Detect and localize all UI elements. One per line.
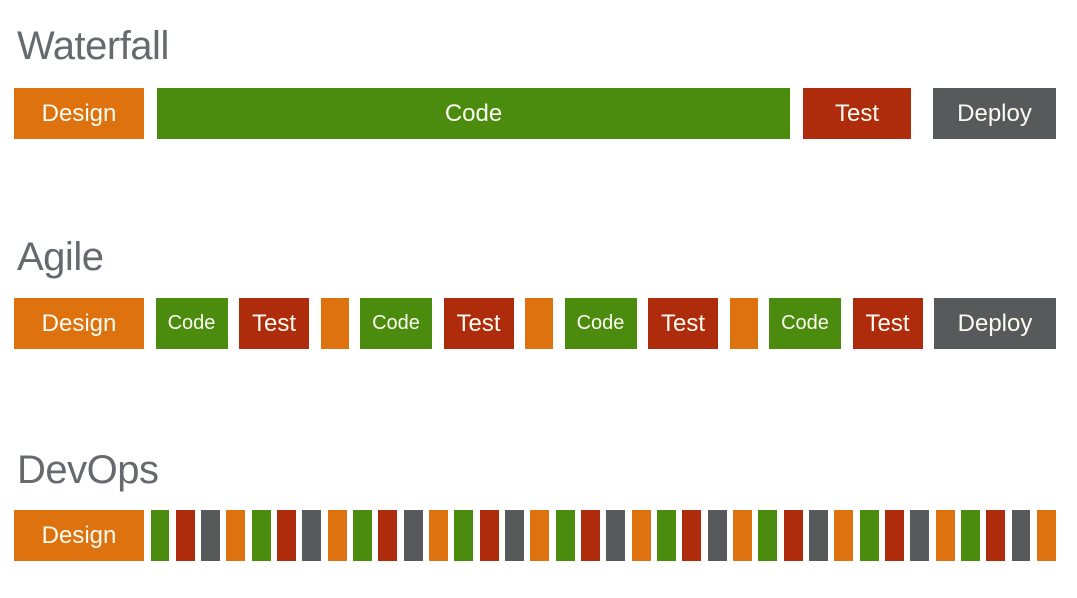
devops-design-bar: [834, 510, 854, 561]
agile-design-bar: [729, 298, 758, 349]
devops-title: DevOps: [17, 448, 159, 492]
agile-phase-test: Test: [648, 298, 718, 349]
devops-design-bar: [1036, 510, 1056, 561]
devops-design-bar: [733, 510, 752, 561]
waterfall-title: Waterfall: [17, 24, 169, 68]
waterfall-phase-code: Code: [157, 88, 790, 139]
devops-test-bar: [885, 510, 904, 561]
devops-design-bar: [226, 510, 246, 561]
agile-phase-design: Design: [14, 298, 144, 349]
devops-test-bar: [378, 510, 398, 561]
devops-code-bar: [555, 510, 575, 561]
devops-deploy-bar: [201, 510, 220, 561]
devops-test-bar: [783, 510, 803, 561]
devops-code-bar: [758, 510, 778, 561]
agile-phase-code: Code: [564, 298, 637, 349]
agile-phase-deploy: Deploy: [934, 298, 1056, 349]
devops-phase-design: Design: [14, 510, 144, 561]
devops-code-bar: [961, 510, 980, 561]
agile-phase-test: Test: [852, 298, 923, 349]
devops-test-bar: [277, 510, 296, 561]
devops-code-bar: [353, 510, 372, 561]
devops-deploy-bar: [707, 510, 727, 561]
agile-phase-code: Code: [769, 298, 841, 349]
devops-deploy-bar: [302, 510, 322, 561]
devops-deploy-bar: [403, 510, 423, 561]
agile-design-bar: [525, 298, 553, 349]
devops-test-bar: [682, 510, 702, 561]
waterfall-phase-deploy: Deploy: [933, 88, 1056, 139]
waterfall-phase-row: Design Code Test Deploy: [14, 88, 1056, 139]
devops-phase-row: Design: [14, 510, 1056, 561]
devops-code-bar: [454, 510, 474, 561]
devops-code-bar: [859, 510, 879, 561]
devops-test-bar: [175, 510, 195, 561]
agile-phase-test: Test: [443, 298, 514, 349]
devops-deploy-bar: [505, 510, 524, 561]
devops-design-bar: [935, 510, 955, 561]
devops-design-bar: [530, 510, 550, 561]
devops-deploy-bar: [809, 510, 828, 561]
devops-test-bar: [581, 510, 600, 561]
devops-design-bar: [327, 510, 347, 561]
devops-deploy-bar: [1011, 510, 1031, 561]
agile-phase-test: Test: [239, 298, 309, 349]
devops-design-bar: [429, 510, 448, 561]
devops-design-bar: [631, 510, 651, 561]
devops-deploy-bar: [606, 510, 626, 561]
devops-deploy-bar: [910, 510, 930, 561]
devops-code-bar: [251, 510, 271, 561]
devops-code-bar: [657, 510, 676, 561]
waterfall-phase-test: Test: [803, 88, 911, 139]
devops-test-bar: [986, 510, 1006, 561]
waterfall-phase-design: Design: [14, 88, 144, 139]
agile-phase-code: Code: [360, 298, 432, 349]
agile-title: Agile: [17, 235, 104, 279]
agile-design-bar: [320, 298, 349, 349]
agile-phase-code: Code: [155, 298, 228, 349]
devops-test-bar: [479, 510, 499, 561]
devops-code-bar: [150, 510, 170, 561]
